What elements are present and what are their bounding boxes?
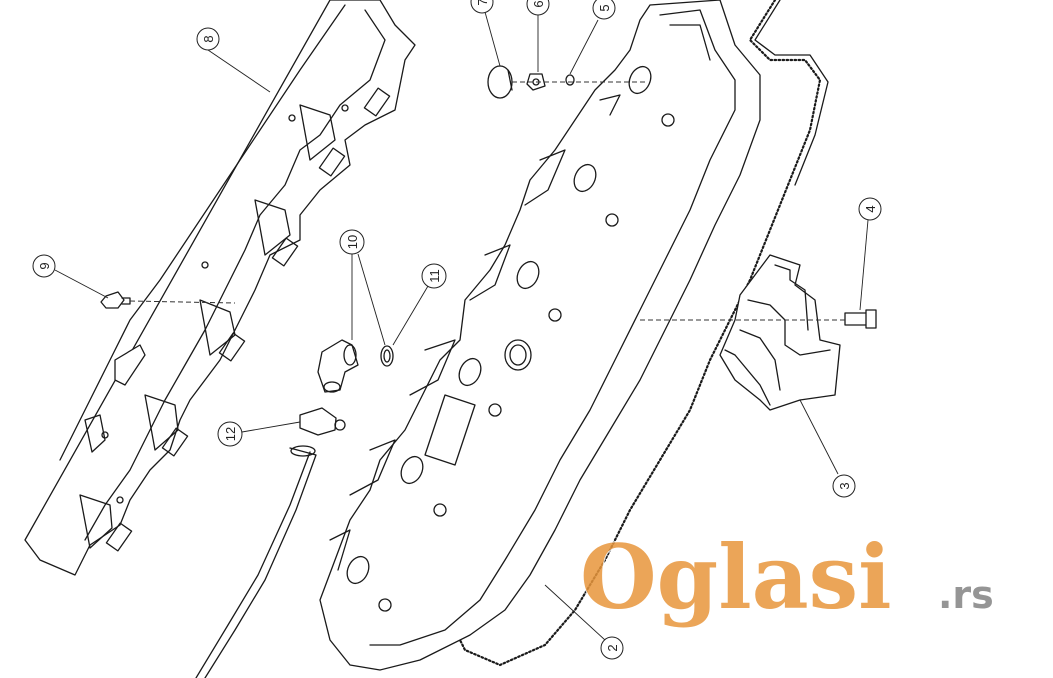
- callout-11-label: 11: [427, 269, 442, 283]
- callout-2-label: 2: [605, 644, 620, 651]
- callout-11: 11: [421, 263, 447, 289]
- watermark-brand-text: Oglasi: [580, 525, 892, 629]
- callout-10: 10: [339, 229, 365, 255]
- leader-lines: [54, 11, 869, 641]
- watermark-suffix-text: .rs: [938, 573, 994, 617]
- parts-10-11-elbow-oring: [317, 339, 394, 393]
- callout-9-label: 9: [37, 262, 52, 269]
- parts-5-6-7-cap-nut-washer: [487, 65, 575, 99]
- callout-8-label: 8: [201, 35, 216, 42]
- assembly-dashed-lines: [129, 81, 845, 321]
- part-9-screw: [100, 291, 131, 309]
- callout-12-label: 12: [223, 427, 238, 441]
- callout-7-label: 7: [475, 0, 490, 6]
- callout-4-label: 4: [863, 205, 878, 212]
- callout-6: 6: [526, 0, 550, 16]
- part-8-cover-strip: [24, 0, 416, 576]
- callout-3-label: 3: [837, 482, 852, 489]
- watermark-logo: Oglasi .rs: [579, 524, 994, 630]
- callout-6-label: 6: [531, 0, 546, 7]
- part-2-valve-cover: [319, 0, 829, 671]
- callout-8: 8: [196, 27, 220, 51]
- callout-5: 5: [592, 0, 616, 20]
- part-12-clamp-hose: [195, 407, 346, 678]
- callout-7: 7: [470, 0, 494, 14]
- part-4-bolt: [844, 309, 877, 329]
- callout-4: 4: [858, 197, 882, 221]
- callout-3: 3: [832, 474, 856, 498]
- callout-9: 9: [32, 254, 56, 278]
- callout-10-label: 10: [345, 235, 360, 249]
- part-3-bracket: [719, 254, 841, 411]
- callout-5-label: 5: [597, 4, 612, 11]
- callout-2: 2: [600, 636, 624, 660]
- callout-12: 12: [217, 421, 243, 447]
